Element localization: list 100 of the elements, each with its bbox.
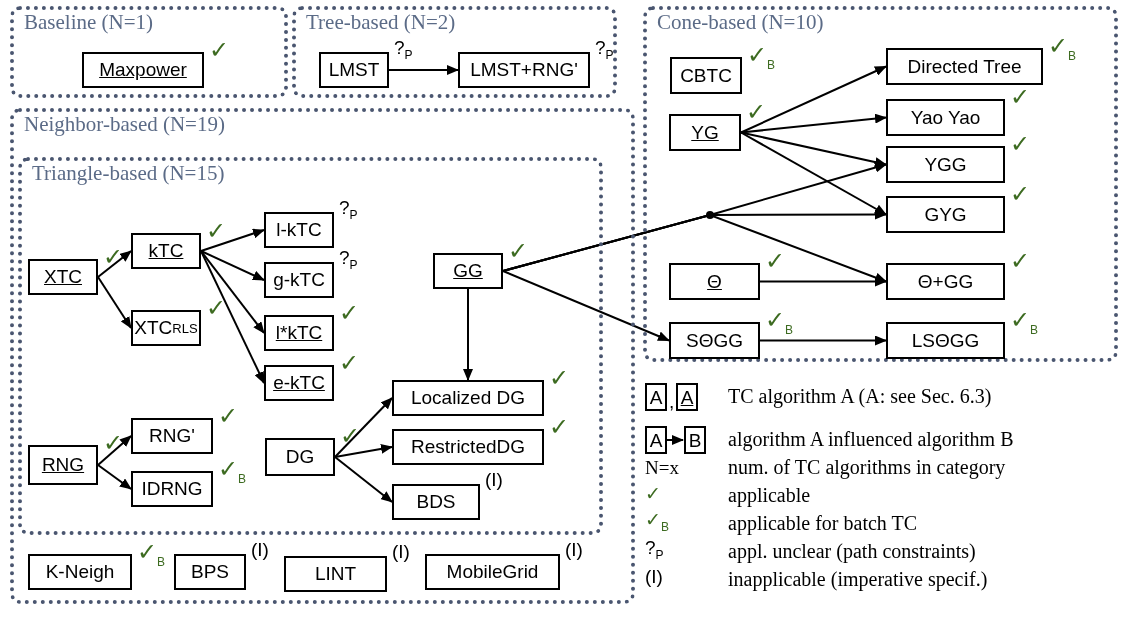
arrow bbox=[759, 335, 887, 346]
algorithm-box: BPS bbox=[174, 554, 246, 590]
applicable-mark: ✓ bbox=[1010, 249, 1030, 273]
applicable-mark: ✓ bbox=[765, 249, 785, 273]
applicable-mark: ✓ bbox=[339, 301, 359, 325]
arrow bbox=[97, 276, 132, 329]
category-panel bbox=[10, 6, 288, 98]
applicable-mark: ✓ bbox=[508, 239, 528, 263]
category-panel bbox=[18, 157, 603, 535]
batch-applicable-mark: ✓$_{B}$ bbox=[1010, 308, 1038, 336]
algorithm-box: YG bbox=[669, 114, 741, 151]
algorithm-box: l-kTC bbox=[264, 212, 334, 248]
arrow bbox=[200, 250, 265, 334]
algorithm-box: Θ bbox=[669, 263, 760, 300]
arrow bbox=[759, 276, 887, 287]
legend-sample-box: A bbox=[645, 426, 667, 454]
category-panel bbox=[10, 108, 635, 604]
algorithm-box: DG bbox=[265, 438, 335, 476]
unclear-mark: ?$_{P}$ bbox=[595, 38, 614, 61]
algorithm-box: YGG bbox=[886, 146, 1005, 183]
arrow bbox=[740, 131, 887, 216]
algorithm-box: Directed Tree bbox=[886, 48, 1043, 85]
category-heading: Tree-based (N=2) bbox=[306, 10, 456, 35]
inapplicable-mark: (I) bbox=[392, 542, 410, 561]
algorithm-box: l*kTC bbox=[264, 315, 334, 351]
unclear-mark: ?$_{P}$ bbox=[645, 538, 664, 561]
legend-text: inapplicable (imperative specif.) bbox=[728, 568, 988, 591]
arrow bbox=[97, 250, 132, 278]
legend-sample-box: A bbox=[645, 383, 667, 411]
algorithm-box: LINT bbox=[284, 556, 387, 592]
arrow bbox=[200, 228, 265, 252]
applicable-mark: ✓ bbox=[339, 351, 359, 375]
batch-applicable-mark: ✓$_{B}$ bbox=[645, 510, 669, 533]
arrow bbox=[463, 288, 473, 381]
arrow bbox=[502, 270, 670, 342]
batch-applicable-mark: ✓$_{B}$ bbox=[137, 540, 165, 568]
batch-applicable-mark: ✓$_{B}$ bbox=[1048, 34, 1076, 62]
algorithm-box: MobileGrid bbox=[425, 554, 560, 590]
applicable-mark: ✓ bbox=[645, 484, 661, 503]
unclear-mark: ?$_{P}$ bbox=[339, 248, 358, 271]
arrow bbox=[502, 213, 887, 283]
category-panel bbox=[643, 6, 1118, 362]
batch-applicable-mark: ✓$_{B}$ bbox=[218, 457, 246, 485]
algorithm-box: IDRNG bbox=[131, 471, 213, 507]
arrow bbox=[200, 250, 265, 281]
algorithm-box: RNG' bbox=[131, 418, 213, 454]
algorithm-box: e-kTC bbox=[264, 365, 334, 401]
algorithm-box: g-kTC bbox=[264, 262, 334, 298]
algorithm-box: kTC bbox=[131, 233, 201, 269]
arrow bbox=[334, 397, 393, 458]
arrow bbox=[97, 464, 132, 490]
unclear-mark: ?$_{P}$ bbox=[394, 38, 413, 61]
applicable-mark: ✓ bbox=[209, 38, 229, 62]
algorithm-box: LSΘGG bbox=[886, 322, 1005, 359]
legend-text: algorithm A influenced algorithm B bbox=[728, 428, 1014, 451]
applicable-mark: ✓ bbox=[1010, 85, 1030, 109]
algorithm-box: LMST bbox=[319, 52, 389, 88]
legend-text: applicable bbox=[728, 484, 811, 507]
legend-text: TC algorithm A (A: see Sec. 6.3) bbox=[728, 385, 992, 408]
applicable-mark: ✓ bbox=[206, 296, 226, 320]
arrow bbox=[334, 444, 393, 458]
category-heading: Baseline (N=1) bbox=[24, 10, 154, 35]
legend-text: appl. unclear (path constraints) bbox=[728, 540, 976, 563]
algorithm-box: GG bbox=[433, 253, 503, 289]
applicable-mark: ✓ bbox=[218, 404, 238, 428]
algorithm-box: XTC bbox=[28, 259, 98, 295]
applicable-mark: ✓ bbox=[1010, 182, 1030, 206]
category-heading: Triangle-based (N=15) bbox=[32, 161, 225, 186]
algorithm-box: Maxpower bbox=[82, 52, 204, 88]
legend-sample-box: B bbox=[684, 426, 706, 454]
category-heading: Cone-based (N=10) bbox=[657, 10, 824, 35]
applicable-mark: ✓ bbox=[746, 100, 766, 124]
comma: , bbox=[669, 392, 675, 411]
applicable-mark: ✓ bbox=[103, 245, 123, 269]
algorithm-box: Yao Yao bbox=[886, 99, 1005, 136]
category-panel bbox=[292, 6, 617, 98]
algorithm-box: GYG bbox=[886, 196, 1005, 233]
algorithm-box: RestrictedDG bbox=[392, 429, 544, 465]
inapplicable-mark: (I) bbox=[251, 540, 269, 559]
arrow bbox=[388, 65, 459, 75]
algorithm-box: Localized DG bbox=[392, 380, 544, 416]
legend-text: num. of TC algorithms in category bbox=[728, 456, 1006, 479]
arrow bbox=[740, 65, 887, 134]
inapplicable-mark: (I) bbox=[485, 470, 503, 489]
applicable-mark: ✓ bbox=[103, 431, 123, 455]
algorithm-box: Θ+GG bbox=[886, 263, 1005, 300]
algorithm-box: CBTC bbox=[670, 57, 742, 94]
unclear-mark: ?$_{P}$ bbox=[339, 198, 358, 221]
arrow bbox=[97, 435, 132, 466]
algorithm-box: K-Neigh bbox=[28, 554, 132, 590]
algorithm-box: BDS bbox=[392, 484, 480, 520]
applicable-mark: ✓ bbox=[549, 366, 569, 390]
applicable-mark: ✓ bbox=[549, 415, 569, 439]
batch-applicable-mark: ✓$_{B}$ bbox=[765, 308, 793, 336]
arrow bbox=[334, 456, 393, 503]
inapplicable-mark: (I) bbox=[565, 540, 583, 559]
legend-sample-box: A bbox=[676, 383, 698, 411]
category-heading: Neighbor-based (N=19) bbox=[24, 112, 225, 137]
inapplicable-mark: (I) bbox=[645, 567, 663, 586]
algorithm-box: RNG bbox=[28, 445, 98, 485]
